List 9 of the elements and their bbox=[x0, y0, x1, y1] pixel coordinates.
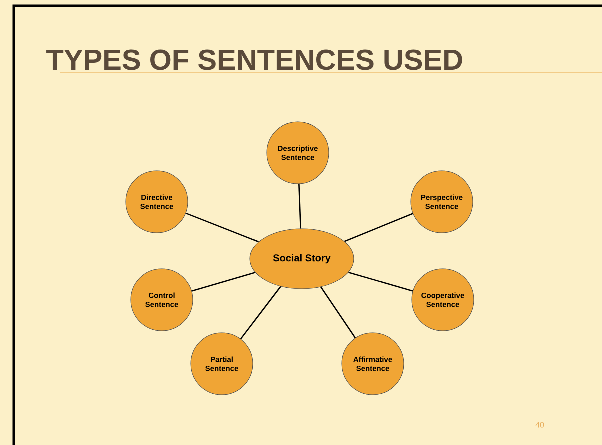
connector-line bbox=[344, 213, 414, 242]
connector-line bbox=[298, 184, 302, 229]
connector-line bbox=[320, 286, 356, 338]
page-number: 40 bbox=[536, 422, 544, 428]
connector-line bbox=[240, 286, 282, 340]
connector-line bbox=[186, 212, 260, 243]
connector-line bbox=[348, 272, 414, 292]
connector-line bbox=[192, 272, 256, 292]
title: TYPES OF SENTENCES USED bbox=[46, 50, 462, 70]
